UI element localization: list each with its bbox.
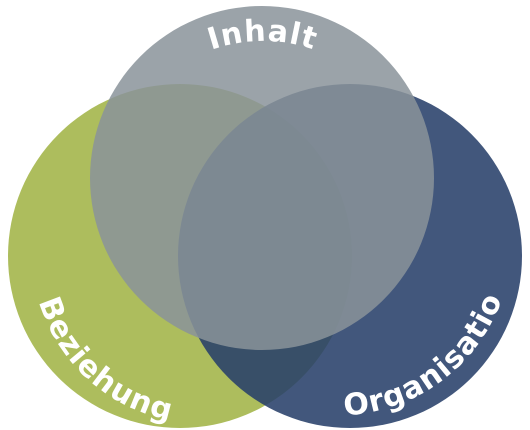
circle-inhalt <box>90 6 434 350</box>
